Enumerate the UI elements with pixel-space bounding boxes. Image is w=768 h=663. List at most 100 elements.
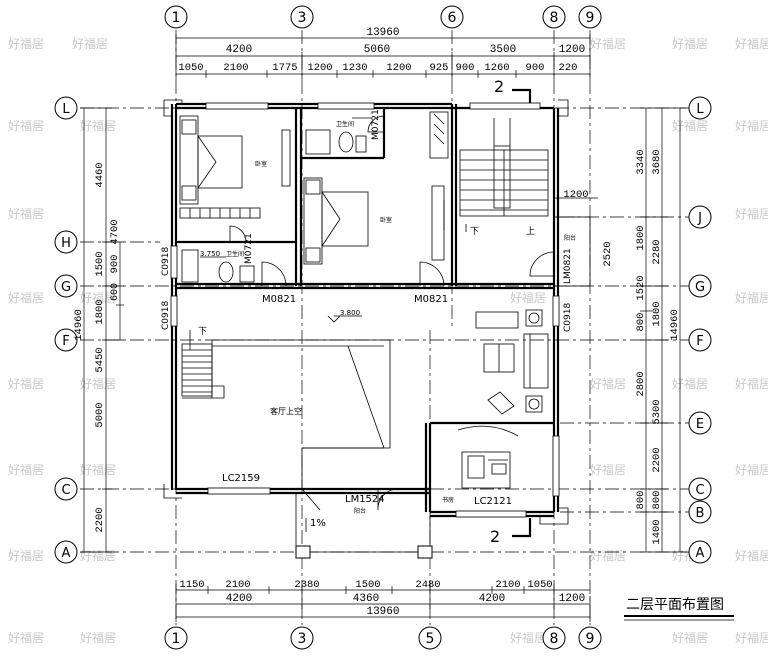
axis-label: J <box>697 211 702 226</box>
dim-text: 1050 <box>527 579 552 591</box>
axis-label: 1 <box>172 10 181 26</box>
watermark: 好福居 <box>672 118 708 133</box>
axis-label: 3 <box>298 10 307 26</box>
dim-text: 4200 <box>226 593 252 605</box>
dim-text: 5300 <box>651 399 663 424</box>
level-floor: 3.800 <box>340 309 360 317</box>
axis-label: 3 <box>298 631 307 647</box>
bathroom-1: 卫生间 <box>305 117 372 155</box>
dim-text: 2380 <box>294 579 319 591</box>
window-code: LC2121 <box>474 496 512 507</box>
watermark: 好福居 <box>80 290 116 305</box>
dim-text: 2480 <box>415 579 440 591</box>
watermark: 好福居 <box>735 36 768 51</box>
bedroom-1: 卧室 <box>179 115 291 219</box>
watermark: 好福居 <box>735 376 768 391</box>
dim-text: 3680 <box>651 149 663 174</box>
stair-right: 下 上 <box>429 111 549 237</box>
dim-text: 1800 <box>635 225 647 250</box>
watermark: 好福居 <box>735 206 768 221</box>
axis-label: 5 <box>426 631 435 647</box>
dim-text: 1520 <box>635 275 647 300</box>
dim-text: 1200 <box>559 593 585 605</box>
dim-text: 2520 <box>602 241 614 266</box>
dim-text: 1200 <box>386 62 411 74</box>
axis-bubbles-bottom: 1 3 5 8 9 <box>164 626 602 650</box>
dim-text: 3340 <box>635 149 647 174</box>
axis-label: 8 <box>550 10 559 26</box>
dim-text: 3500 <box>490 44 516 56</box>
axis-label: A <box>696 546 705 561</box>
room-label-study: 书房 <box>442 496 454 504</box>
watermark: 好福居 <box>8 118 44 133</box>
dim-text: 1260 <box>484 62 509 74</box>
watermark: 好福居 <box>80 118 116 133</box>
room-label-bedroom: 卧室 <box>255 160 267 168</box>
dim-text: 800 <box>635 491 647 510</box>
double-height-void: 客厅上空 <box>211 339 391 489</box>
dim-text: 1500 <box>94 251 106 276</box>
dim-text: 2280 <box>651 239 663 264</box>
dim-text: 2200 <box>94 507 106 532</box>
axis-label: 8 <box>550 631 559 647</box>
axis-label: F <box>62 334 69 349</box>
stair-left: 下 <box>181 327 225 399</box>
window-code: C0918 <box>563 303 573 332</box>
watermark: 好福居 <box>8 548 44 563</box>
opening-codes: M0721 M0721 M0821 M0821 LM0821 LM1524 C0… <box>161 109 573 507</box>
axis-label: F <box>696 334 703 349</box>
dim-text: 5450 <box>94 347 106 372</box>
dim-text: 1230 <box>342 62 367 74</box>
watermark: 好福居 <box>735 548 768 563</box>
axis-label: 1 <box>172 631 181 647</box>
dim-total-bottom: 13960 <box>366 606 399 618</box>
dim-text: 2100 <box>495 579 520 591</box>
watermark: 好福居 <box>735 118 768 133</box>
stair-down-label: 下 <box>470 227 479 237</box>
watermark: 好福居 <box>72 36 108 51</box>
door-code: M0721 <box>244 233 254 264</box>
section-mark: 2 2 <box>490 77 532 546</box>
dim-text: 4360 <box>353 593 379 605</box>
slope-label: 1% <box>310 518 326 529</box>
room-label-bath: 卫生间 <box>336 120 354 128</box>
axis-bubbles-right: L J G F E C B A <box>688 96 712 564</box>
window-code: C0918 <box>161 301 171 330</box>
dim-text: 2200 <box>651 447 663 472</box>
dim-text: 2800 <box>635 371 647 396</box>
dim-text: 5000 <box>94 402 106 427</box>
door-code: LM1524 <box>345 494 385 505</box>
axis-label: 9 <box>586 631 595 647</box>
watermark-layer: 好福居 好福居 好福居 好福居 好福居 好福居 好福居 好福居 好福居 好福居 … <box>8 36 768 645</box>
level-marks: 3.800 1% <box>305 309 362 532</box>
bedroom-2: 卧室 <box>303 177 445 265</box>
door-code: M0721 <box>371 109 381 140</box>
dim-total-top: 13960 <box>366 27 399 39</box>
axis-label: B <box>696 506 705 521</box>
axis-label: A <box>62 546 71 561</box>
watermark: 好福居 <box>80 548 116 563</box>
axis-label: L <box>62 102 70 117</box>
watermark: 好福居 <box>672 630 708 645</box>
dim-text: 600 <box>110 283 121 301</box>
watermark: 好福居 <box>8 206 44 221</box>
dim-text: 1200 <box>559 44 585 56</box>
dim-text: 900 <box>456 62 475 74</box>
watermark: 好福居 <box>8 630 44 645</box>
watermark: 好福居 <box>735 290 768 305</box>
watermark: 好福居 <box>8 376 44 391</box>
dim-text: 4700 <box>109 219 121 244</box>
watermark: 好福居 <box>80 630 116 645</box>
room-label-balcony: 阳台 <box>354 507 366 515</box>
watermark: 好福居 <box>590 462 626 477</box>
watermark: 好福居 <box>672 36 708 51</box>
dim-text: 900 <box>526 62 545 74</box>
dimensions-right: 3340 1800 1520 800 2800 5300 2200 800 14… <box>554 107 686 553</box>
dim-text: 900 <box>109 255 121 274</box>
dim-text: 4200 <box>479 593 505 605</box>
watermark: 好福居 <box>8 290 44 305</box>
dim-text: 1400 <box>651 519 663 544</box>
section-mark-top: 2 <box>494 77 504 96</box>
dimensions-top: 13960 4200 5060 3500 1200 1050 2100 1775… <box>175 27 591 80</box>
dimensions-bottom: 1150 2100 2380 1500 2480 2100 1050 4200 … <box>175 579 591 622</box>
